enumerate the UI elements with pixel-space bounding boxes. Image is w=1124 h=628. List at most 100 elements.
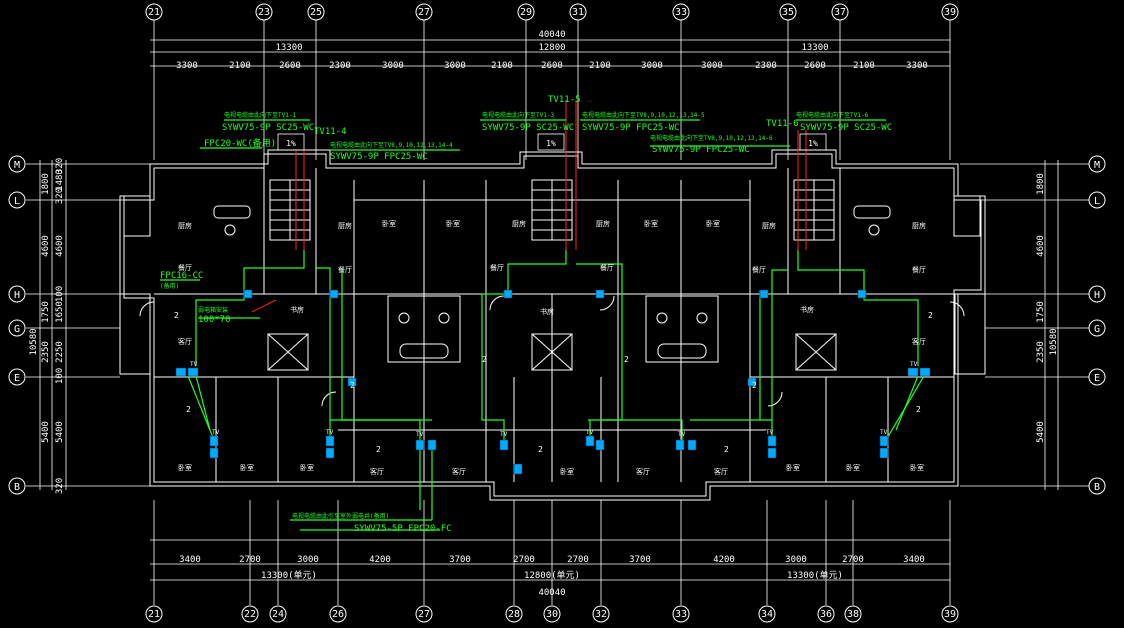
dim-bottom-bay: 3000 [297, 555, 319, 565]
riser-tag-tv11-6: TV11-6 [766, 119, 799, 129]
room-label-dining: 餐厅 [752, 265, 766, 274]
tv-outlet-label: TV [766, 429, 774, 436]
cable-count: 2 [186, 405, 191, 414]
dim-left-inner: 100 [55, 368, 65, 384]
axis-row-b-right: B [1094, 482, 1100, 493]
room-label-bedroom: 卧室 [786, 463, 800, 472]
tv-outlet-label: TV [910, 361, 918, 368]
dim-left-inner: 5400 [55, 421, 65, 443]
axis-top-23: 23 [258, 7, 270, 18]
dim-bottom-bay: 2700 [842, 555, 864, 565]
room-label-bedroom: 卧室 [846, 463, 860, 472]
axis-row-l-right: L [1094, 196, 1100, 207]
dim-left-inner2: 1750 [41, 301, 51, 323]
axis-bottom-32: 32 [595, 609, 607, 620]
room-label-bedroom: 卧室 [644, 219, 658, 228]
axis-bottom-39: 39 [944, 609, 956, 620]
dim-left-outer: 5400 [41, 421, 51, 443]
dimension-lines [26, 20, 1090, 605]
dim-left-inner: 1480 [55, 169, 65, 191]
room-label-living: 客厅 [452, 467, 466, 476]
axis-row-m-right: M [1094, 160, 1100, 171]
dim-bottom-bay: 3700 [449, 555, 471, 565]
axis-bottom-22: 22 [244, 609, 256, 620]
dim-bottom-bay: 2700 [567, 555, 589, 565]
room-label-dining: 餐厅 [600, 263, 614, 272]
room-label-bedroom: 卧室 [560, 467, 574, 476]
room-label-study: 书房 [540, 307, 554, 316]
axis-row-m: M [14, 160, 20, 171]
cable-runs [160, 119, 925, 531]
axis-bottom-28: 28 [508, 609, 520, 620]
room-label-dining: 餐厅 [178, 263, 192, 272]
cable-note-mid-left: 电视电缆由此向下至TV8,9,10,12,13,14-4 [330, 141, 453, 149]
dim-bottom-bay: 3400 [179, 555, 201, 565]
dim-bottom-bay: 3000 [785, 555, 807, 565]
axis-bottom-34: 34 [761, 609, 773, 620]
dim-bottom-bay: 2700 [513, 555, 535, 565]
dim-top-seg-1: 13300 [275, 43, 302, 53]
dim-right-inner: 2350 [1036, 341, 1046, 363]
axis-bottom-26: 26 [332, 609, 344, 620]
slope-labels: 1% 1% 1% [286, 139, 818, 148]
cable-note-center2: 电视电缆由此向下至TV8,9,10,12,13,14-5 [582, 111, 705, 119]
slope-boxes [277, 133, 827, 151]
room-label-kitchen: 厨房 [912, 221, 926, 230]
dim-right-outer: 1800 [1036, 173, 1046, 195]
dim-bottom-seg-2: 12800(单元) [524, 569, 580, 581]
axis-bottom-36: 36 [820, 609, 832, 620]
dim-overall-bottom: 40040 [538, 588, 565, 598]
dim-top-bay: 2600 [279, 61, 301, 71]
dim-top-bay: 3300 [176, 61, 198, 71]
cable-spec-fpc20: FPC20-WC(备用) [204, 137, 276, 149]
slope-text: 1% [546, 139, 556, 148]
dim-top-bay: 3000 [701, 61, 723, 71]
axis-row-h-right: H [1094, 290, 1100, 301]
tv-outlets [175, 289, 931, 475]
dim-top-bay: 2600 [804, 61, 826, 71]
riser-tag-tv11-5: TV11-5 [548, 95, 581, 105]
dim-left-outer: 1800 [41, 173, 51, 195]
cable-note-right-sc: 电视电缆由此向下至TV1-6 [796, 111, 868, 119]
dim-top-bay: 3300 [906, 61, 928, 71]
cable-note-bottom: 电视电缆由此引至室外弱电井(备用) [292, 512, 389, 520]
room-label-dining: 餐厅 [338, 265, 352, 274]
axis-bottom-24: 24 [272, 609, 284, 620]
cable-spec-fpc16: FPC16-CC [160, 271, 203, 281]
room-label-living: 客厅 [912, 337, 926, 346]
axis-top-29: 29 [520, 7, 532, 18]
axis-bottom-21: 21 [148, 609, 160, 620]
tv-outlet-label: TV [586, 429, 594, 436]
cable-spec-center: SYWV75-9P SC25-WC [482, 123, 574, 133]
cable-spec-right-sc: SYWV75-9P SC25-WC [800, 123, 892, 133]
tv-outlet-label: TV [212, 429, 220, 436]
dim-right-outer: 10580 [1049, 328, 1059, 355]
cable-count: 2 [174, 311, 179, 320]
dim-right-outer: 5400 [1036, 421, 1046, 443]
cable-spec-bottom: SYWV75-5P FPC20-FC [354, 524, 452, 534]
dim-left-inner: 320 [55, 158, 65, 174]
box-install-note: 弱电箱安装 [198, 306, 228, 314]
room-label-living: 客厅 [178, 337, 192, 346]
room-label-bedroom: 卧室 [910, 463, 924, 472]
cable-count: 2 [752, 381, 757, 390]
dim-bottom-bay: 4200 [369, 555, 391, 565]
box-size: 100*70 [198, 315, 231, 325]
dim-right-inner: 1750 [1036, 301, 1046, 323]
tv-outlet-label: TV [678, 431, 686, 438]
dim-left-inner: 320 [55, 478, 65, 494]
cable-spec-left-sc: SYWV75-9P SC25-WC [222, 123, 314, 133]
cable-count: 2 [624, 355, 629, 364]
room-label-living: 客厅 [714, 467, 728, 476]
dim-left-inner: 100 [55, 286, 65, 302]
axis-row-g: G [14, 324, 20, 335]
cable-count: 2 [350, 381, 355, 390]
dim-top-bay: 2300 [329, 61, 351, 71]
axis-top-35: 35 [782, 7, 794, 18]
room-label-kitchen: 厨房 [596, 219, 610, 228]
axis-bottom-27: 27 [418, 609, 430, 620]
axis-row-e: E [14, 373, 20, 384]
axis-top-21: 21 [148, 7, 160, 18]
axis-top-27: 27 [418, 7, 430, 18]
